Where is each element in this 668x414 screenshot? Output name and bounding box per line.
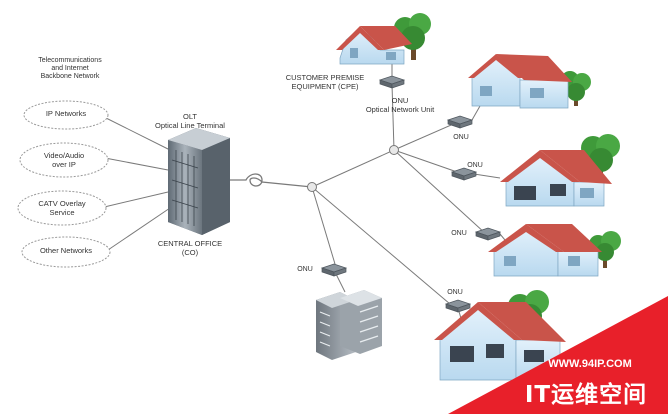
house-top (336, 26, 412, 65)
house-bottom (434, 302, 566, 381)
link-splitter2-onu-top (391, 83, 395, 151)
backbone-title: Telecommunications and Internet Backbone… (38, 57, 102, 81)
cloud-label-other-networks: Other Networks (39, 246, 93, 255)
house-3 (500, 150, 612, 207)
link-splitter1-onu-bottom (311, 186, 451, 305)
onu-device-bldg (320, 263, 348, 277)
onu-device-4 (474, 227, 502, 241)
house-2 (468, 54, 572, 109)
cloud-label-ip-networks: IP Networks (45, 109, 87, 118)
link-other (104, 207, 171, 253)
link-onu-home-3 (473, 173, 501, 179)
onu-device-top (378, 75, 406, 89)
cloud-ip-networks (23, 100, 109, 130)
cloud-other-networks (21, 236, 111, 268)
watermark-text: IT运维空间 (524, 382, 648, 408)
cpe-label: CUSTOMER PREMISE EQUIPMENT (CPE) (285, 73, 365, 91)
splitter-2 (389, 145, 399, 155)
link-video-audio (104, 157, 169, 171)
olt-label: OLT Optical Line Terminal (155, 112, 225, 130)
central-office-label: CENTRAL OFFICE (CO) (157, 239, 223, 257)
cloud-label-video-audio: Video/Audio over IP (43, 151, 85, 169)
watermark-banner (448, 296, 668, 414)
splitter-1 (307, 182, 317, 192)
link-ip-networks (99, 114, 171, 151)
onu-label-2: ONU (453, 134, 469, 141)
onu-label-bldg: ONU (297, 266, 313, 273)
connection-lines (99, 62, 511, 323)
cloud-label-catv: CATV Overlay Service (38, 199, 86, 217)
link-onu-home-2 (471, 105, 481, 121)
onu-devices (320, 75, 502, 313)
onu-label-3: ONU (467, 162, 483, 169)
link-catv (99, 191, 169, 209)
link-splitter1-splitter2 (311, 149, 395, 188)
watermark-url: WWW.94IP.COM (548, 358, 632, 370)
onu-full-label: ONU Optical Network Unit (365, 96, 435, 114)
link-splitter2-onu-3 (393, 149, 461, 174)
olt-rack (168, 128, 230, 235)
house-4 (488, 224, 602, 277)
office-building (316, 290, 382, 360)
onu-device-2 (446, 115, 474, 129)
fiber-link (228, 173, 313, 188)
cloud-catv (17, 190, 107, 226)
onu-label-bottom: ONU (447, 289, 463, 296)
link-splitter2-onu-4 (393, 149, 487, 235)
link-splitter2-onu-2 (393, 121, 459, 151)
onu-label-4: ONU (451, 230, 467, 237)
cloud-video-audio (19, 142, 109, 178)
onu-device-3 (450, 167, 478, 181)
link-splitter1-onu-bldg (311, 186, 336, 265)
onu-device-bottom (444, 299, 472, 313)
